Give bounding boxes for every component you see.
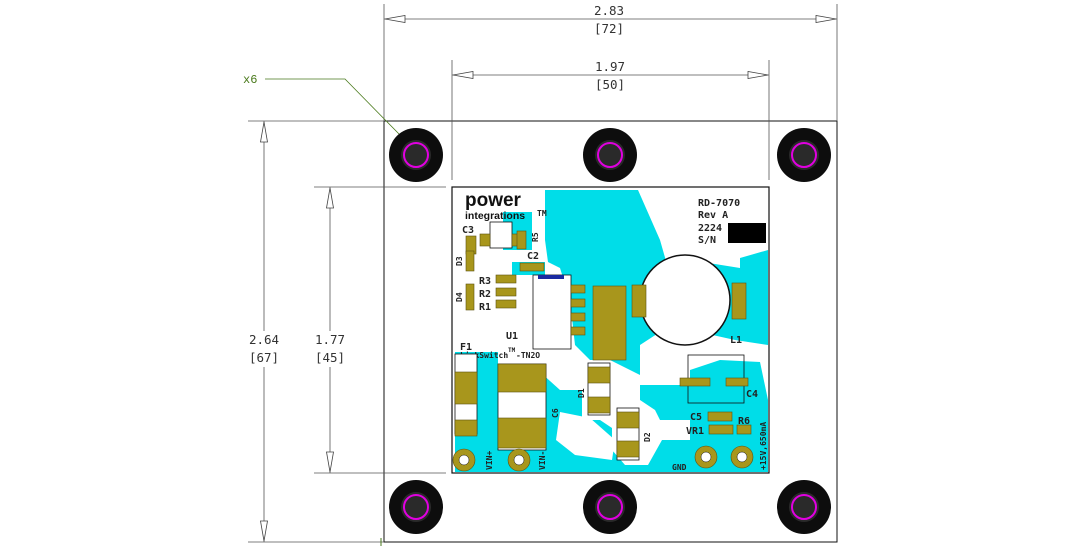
u1-part: LinkSwitch xyxy=(460,350,508,360)
gnd-label: GND xyxy=(672,463,687,472)
c6-pad xyxy=(497,417,547,449)
refdes-vr1: VR1 xyxy=(686,426,704,437)
d1-pad xyxy=(587,396,611,414)
component-pad xyxy=(479,233,491,247)
refdes-c4: C4 xyxy=(746,389,758,400)
u1-pin xyxy=(570,326,586,336)
resistor-pad xyxy=(495,274,517,284)
dim-left-inner-mm: [45] xyxy=(315,350,345,365)
refdes-u1: U1 xyxy=(506,331,518,342)
u1-pin1-mark xyxy=(538,275,564,279)
power-integrations-logo: power integrations TM xyxy=(465,190,547,222)
u1-drain-pad xyxy=(592,285,627,361)
mount-hole xyxy=(582,479,638,535)
component-pad xyxy=(465,283,475,311)
terminal-output xyxy=(730,445,754,469)
vin-pos-label: VIN+ xyxy=(485,451,494,470)
dim-top-outer-mm: [72] xyxy=(594,21,624,36)
c6-pad xyxy=(497,363,547,393)
d2-pad xyxy=(616,411,640,429)
logo-line1: power xyxy=(465,190,522,211)
dim-top-inner-mm: [50] xyxy=(595,77,625,92)
callout-count: x6 xyxy=(243,73,257,87)
resistor-pad xyxy=(495,287,517,297)
u1-suffix: -TN2O xyxy=(516,351,540,360)
u1-pin xyxy=(570,312,586,322)
mount-hole-callout: x6 xyxy=(243,73,401,136)
terminal-gnd xyxy=(694,445,718,469)
dim-left-outer-mm: [67] xyxy=(249,350,279,365)
fuse-pad xyxy=(454,419,478,437)
component-pad xyxy=(516,230,527,250)
dim-top-outer: 2.83 [72] xyxy=(383,3,838,121)
mount-hole xyxy=(582,127,638,183)
refdes-d1: D1 xyxy=(577,388,586,398)
resistor-pad xyxy=(495,299,517,309)
u1-tm: TM xyxy=(508,347,516,354)
mount-hole xyxy=(388,127,444,183)
refdes-f1: F1 xyxy=(460,342,472,353)
inductor-body xyxy=(639,254,731,346)
refdes-r2: R2 xyxy=(479,289,491,300)
component-body xyxy=(489,221,513,249)
logo-line2: integrations xyxy=(465,210,525,222)
c4-pad xyxy=(725,377,749,387)
vr1-pad xyxy=(708,424,734,435)
dim-top-inner-inch: 1.97 xyxy=(595,59,625,74)
logo-tm: TM xyxy=(537,209,547,218)
refdes-d4: D4 xyxy=(455,292,464,302)
u1-pin xyxy=(570,284,586,294)
pcb-board: power integrations TM RD-7070 Rev A 2224… xyxy=(451,186,770,474)
mount-hole xyxy=(388,479,444,535)
mount-hole xyxy=(776,127,832,183)
r6-pad xyxy=(736,424,752,435)
refdes-c3: C3 xyxy=(462,225,474,236)
board-rev: Rev A xyxy=(698,210,728,221)
dim-left-inner-inch: 1.77 xyxy=(315,332,345,347)
terminal-vin-pos xyxy=(452,448,476,472)
inductor-pad xyxy=(731,282,747,320)
board-date-code: 2224 xyxy=(698,223,722,234)
c5-pad xyxy=(707,411,733,422)
dim-left-outer-inch: 2.64 xyxy=(249,332,279,347)
dim-top-outer-inch: 2.83 xyxy=(594,3,624,18)
refdes-l1: L1 xyxy=(730,335,742,346)
refdes-r1: R1 xyxy=(479,302,491,313)
d1-pad xyxy=(587,366,611,384)
dim-left-inner: 1.77 [45] xyxy=(306,186,446,474)
vin-neg-label: VIN- xyxy=(538,451,547,470)
dim-top-inner: 1.97 [50] xyxy=(451,59,770,180)
plate-outline xyxy=(383,120,838,543)
board-title: RD-7070 xyxy=(698,198,740,209)
dim-left-outer: 2.64 [67] xyxy=(238,120,384,543)
refdes-c2: C2 xyxy=(527,251,539,262)
refdes-r5: R5 xyxy=(531,232,540,242)
serial-label: S/N xyxy=(698,235,716,246)
refdes-d3: D3 xyxy=(455,256,464,266)
refdes-d2: D2 xyxy=(643,432,652,442)
output-label: +15V,650mA xyxy=(759,422,768,470)
inductor-pad xyxy=(631,284,647,318)
terminal-vin-neg xyxy=(507,448,531,472)
mount-hole xyxy=(776,479,832,535)
refdes-c6: C6 xyxy=(551,408,560,418)
serial-box xyxy=(728,223,766,243)
refdes-r6: R6 xyxy=(738,416,750,427)
d2-pad xyxy=(616,440,640,458)
component-pad xyxy=(465,250,475,272)
component-pad xyxy=(519,262,545,272)
refdes-c5: C5 xyxy=(690,412,702,423)
c4-pad xyxy=(679,377,711,387)
u1-pin xyxy=(570,298,586,308)
refdes-r3: R3 xyxy=(479,276,491,287)
u1-body xyxy=(532,274,572,350)
fuse-pad xyxy=(454,371,478,405)
